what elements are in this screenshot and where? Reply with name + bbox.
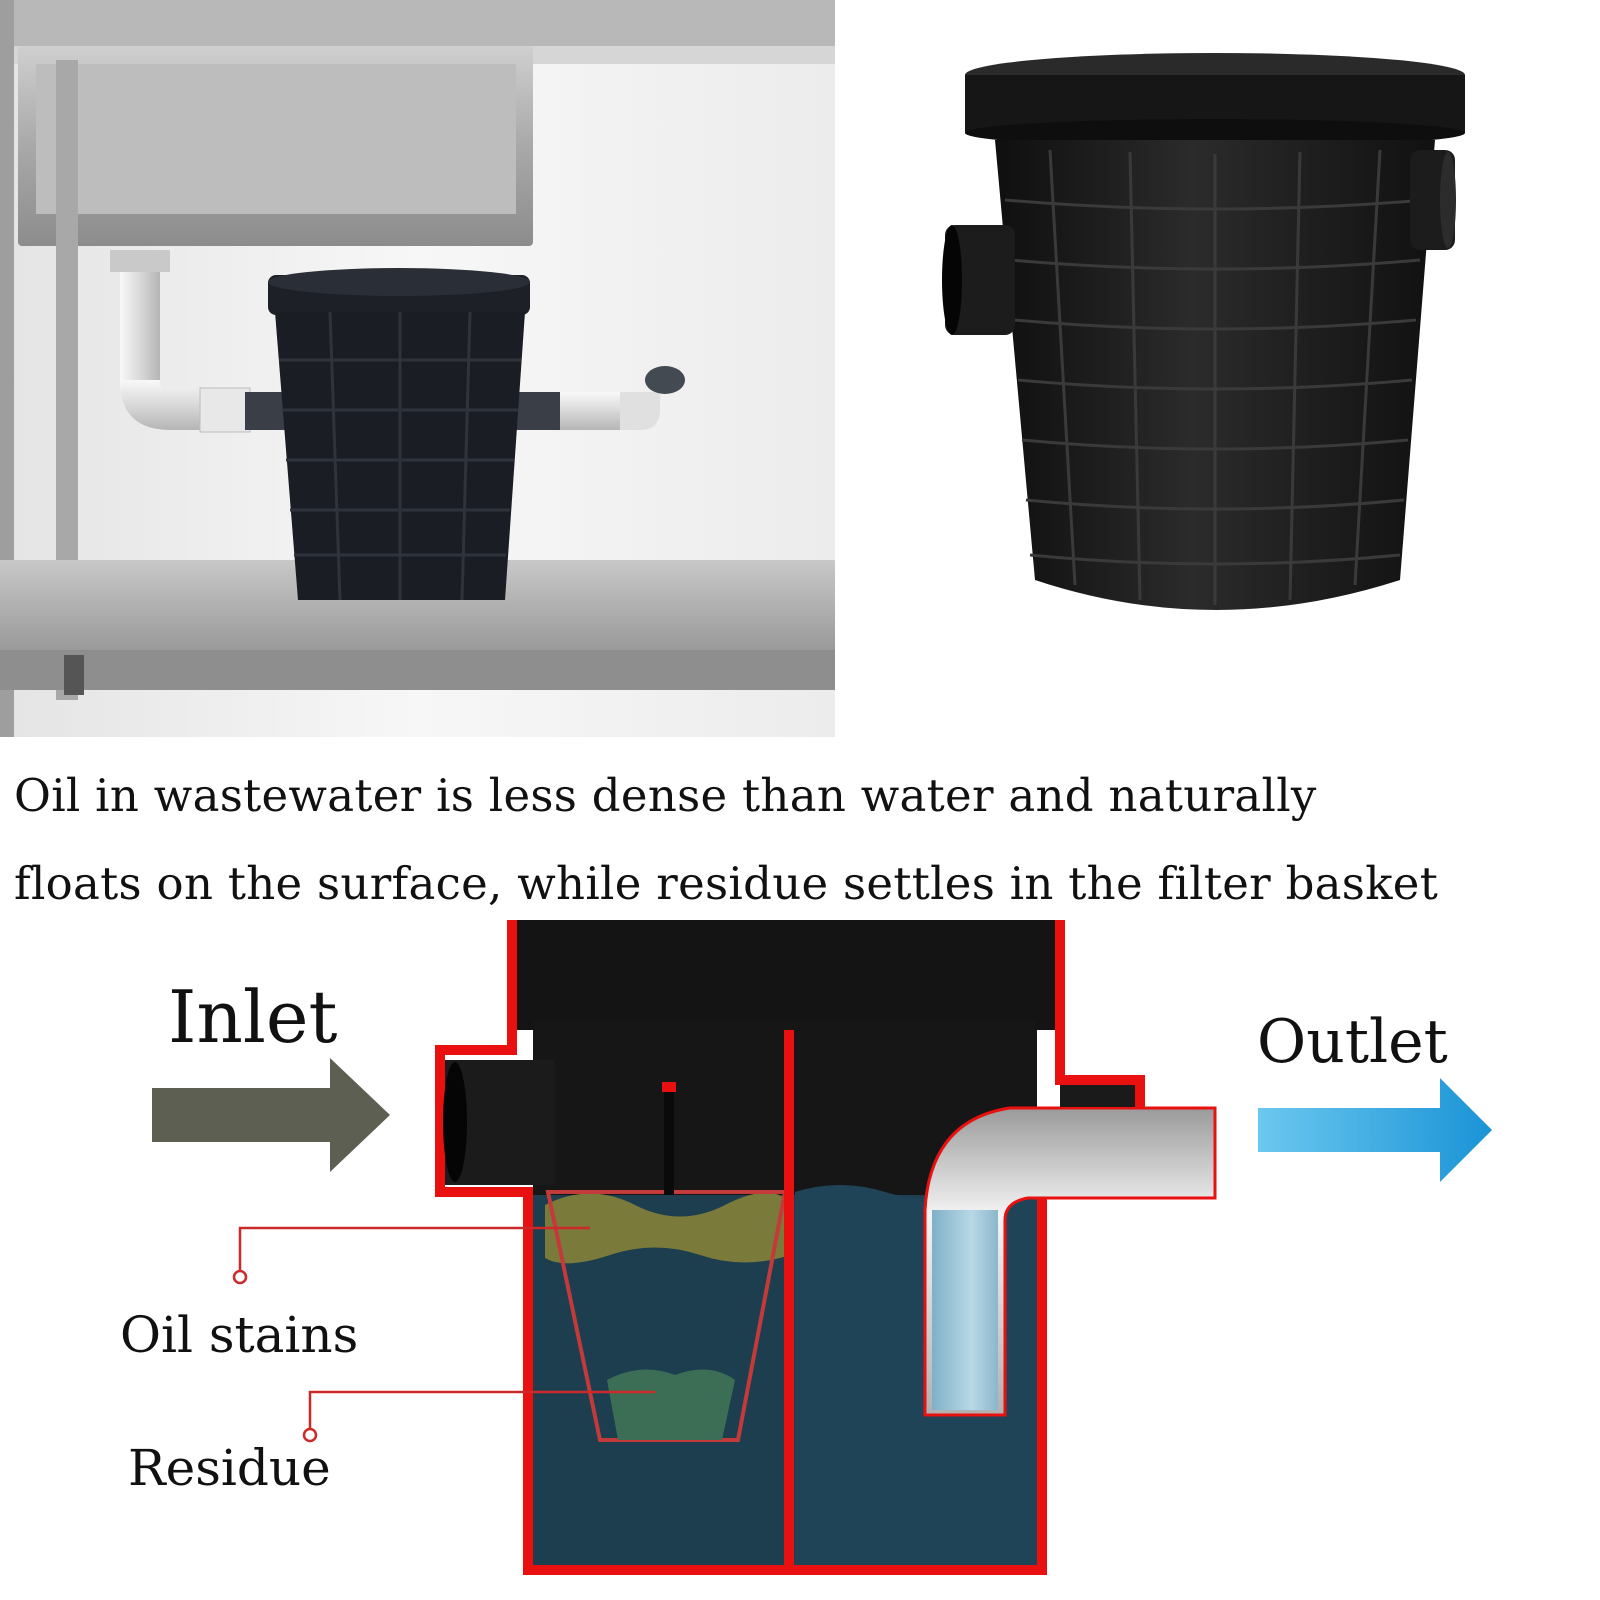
oil-leader-line: [238, 1226, 590, 1270]
caption: Oil in wastewater is less dense than wat…: [14, 752, 1594, 928]
product-photo: [942, 53, 1465, 610]
installation-photo: [0, 0, 835, 737]
cutaway-diagram: Inlet Outlet Oil stai: [120, 920, 1492, 1575]
tank-cutaway: [435, 920, 1217, 1575]
inlet-arrow-icon: [152, 1058, 390, 1172]
residue-label: Residue: [128, 1439, 331, 1497]
inlet-label: Inlet: [168, 975, 337, 1059]
residue-layer: [607, 1369, 735, 1440]
oil-layer: [545, 1192, 790, 1264]
residue-leader-line: [308, 1390, 655, 1428]
outlet-arrow-icon: [1258, 1078, 1492, 1182]
caption-line-1: Oil in wastewater is less dense than wat…: [14, 769, 1317, 822]
outlet-label: Outlet: [1257, 1007, 1448, 1077]
caption-line-2: floats on the surface, while residue set…: [14, 857, 1439, 910]
oil-stains-label: Oil stains: [120, 1306, 358, 1364]
